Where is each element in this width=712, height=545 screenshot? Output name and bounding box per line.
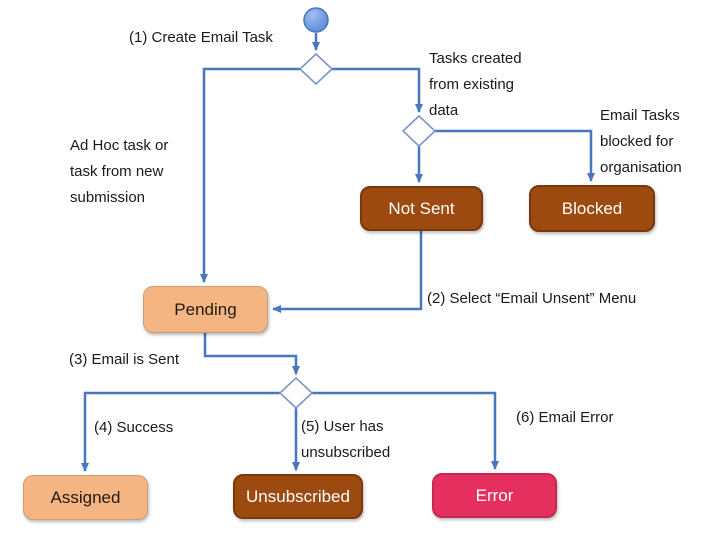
label-step4-success: (4) Success [94, 419, 174, 436]
label-step6-email-error: (6) Email Error [516, 409, 614, 426]
label-step2-select-email-unsent-menu: (2) Select “Email Unsent” Menu [427, 290, 637, 307]
connector-decision1-to-decision2 [332, 67, 423, 113]
state-not-sent: Not Sent [360, 186, 483, 231]
decision-diamond-1 [298, 52, 334, 86]
label-step3-email-is-sent: (3) Email is Sent [69, 351, 180, 368]
connector-decision1-to-pending [200, 67, 300, 283]
label-step1-create-email-task: (1) Create Email Task [129, 29, 273, 46]
decision-diamond-2 [401, 114, 437, 148]
connector-decision3-to-assigned [81, 391, 280, 472]
connector-not-sent-to-pending [272, 231, 423, 313]
connector-decision3-to-error [312, 391, 499, 470]
label-adhoc-task: Ad Hoc task or task from new submission [70, 137, 169, 206]
state-assigned: Assigned [23, 475, 148, 520]
label-email-tasks-blocked: Email Tasks blocked for organisation [600, 107, 682, 176]
start-node-icon [303, 7, 329, 33]
connector-pending-to-decision3 [203, 333, 300, 375]
state-error: Error [432, 473, 557, 518]
label-step5-user-unsubscribed: (5) User has unsubscribed [301, 418, 391, 461]
connector-decision2-to-blocked [435, 129, 595, 182]
label-tasks-created-from-existing-data: Tasks created from existing data [429, 50, 522, 119]
state-unsubscribed: Unsubscribed [233, 474, 363, 519]
state-blocked: Blocked [529, 185, 655, 232]
state-pending: Pending [143, 286, 268, 333]
decision-diamond-3 [278, 376, 314, 410]
